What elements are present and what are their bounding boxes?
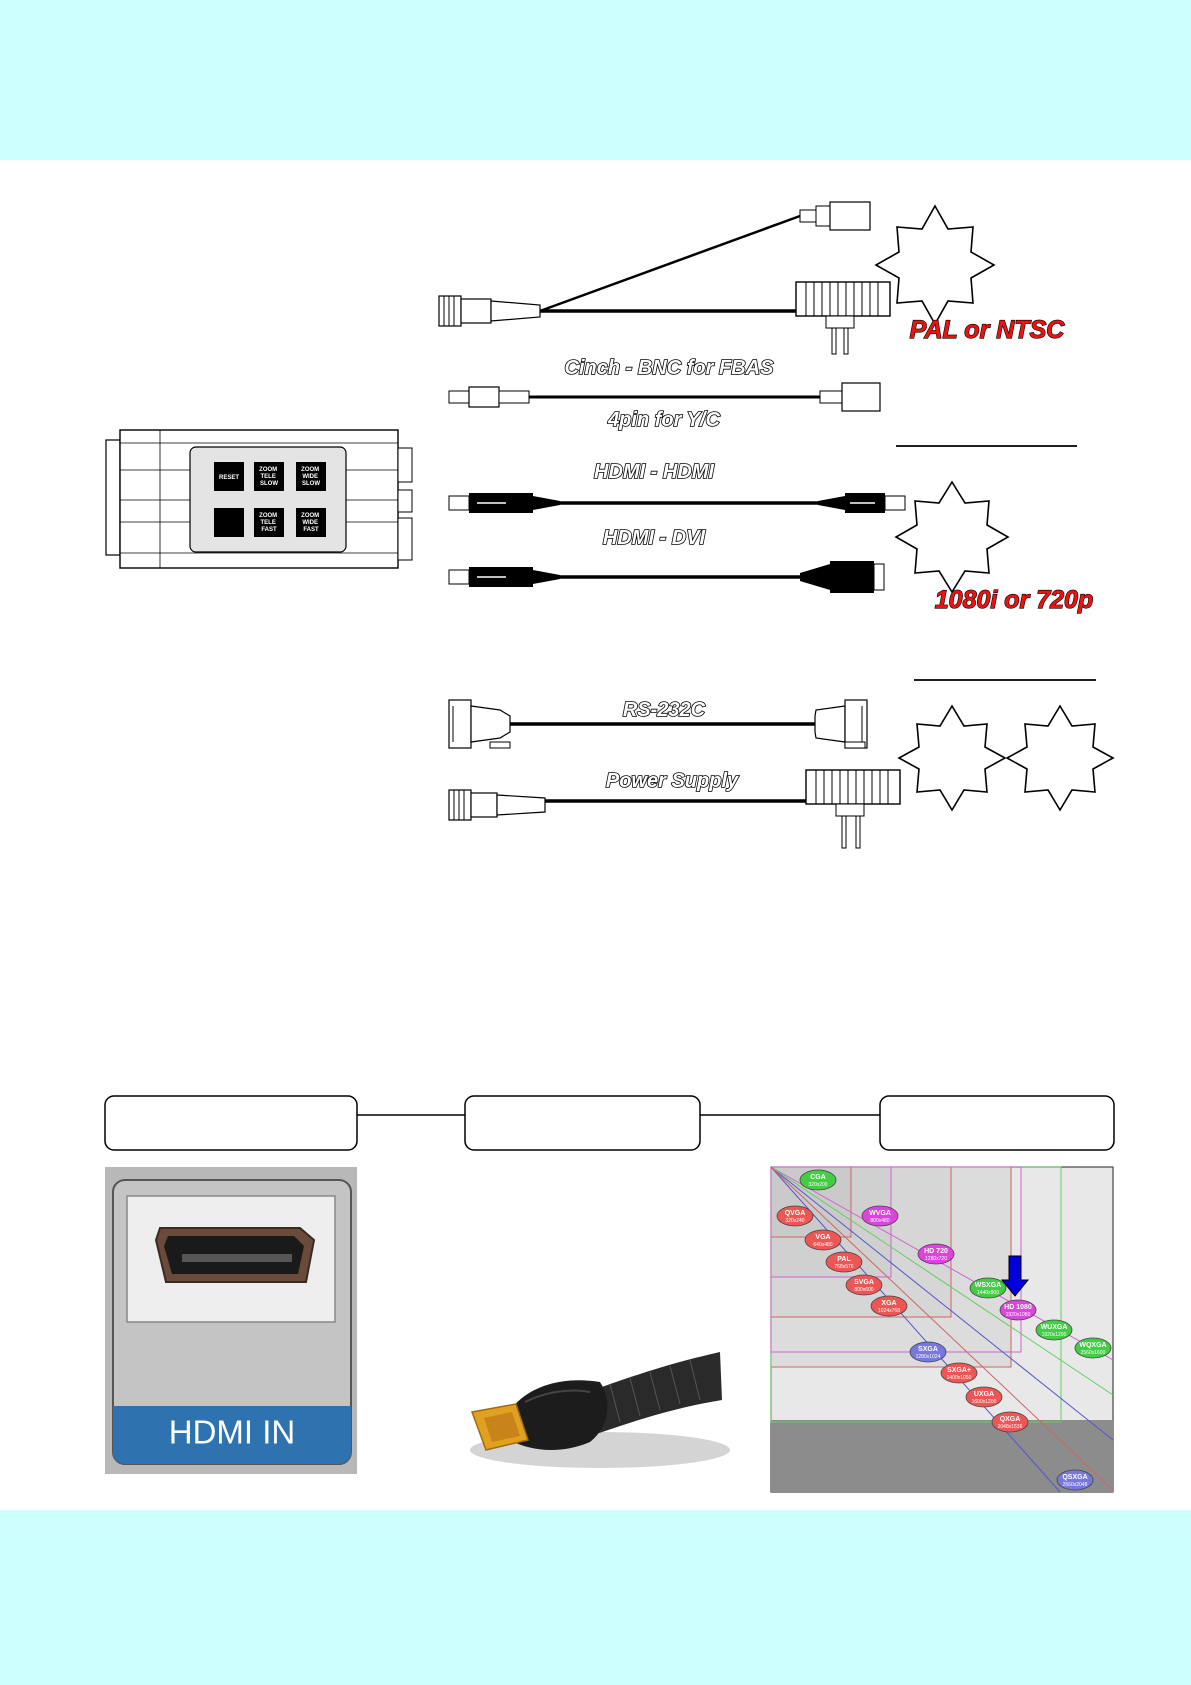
cable-label-hdmi-hdmi: HDMI - HDMI xyxy=(594,461,714,483)
svg-text:HD 1080: HD 1080 xyxy=(1004,1304,1032,1311)
svg-text:1024x768: 1024x768 xyxy=(878,1308,900,1314)
svg-text:320x240: 320x240 xyxy=(785,1218,804,1224)
hdmi-plug-photo xyxy=(470,1352,730,1468)
cable-hdmi-hdmi xyxy=(448,493,906,513)
svg-text:1600x1200: 1600x1200 xyxy=(972,1399,997,1405)
format-analog: PAL or NTSC xyxy=(910,316,1066,344)
resolution-pill: SXGA+1400x1050 xyxy=(940,1362,978,1384)
bottom-band xyxy=(0,1510,1191,1685)
flow-box-middle xyxy=(464,1095,701,1151)
svg-text:1400x1050: 1400x1050 xyxy=(947,1375,972,1381)
star-shape xyxy=(874,204,996,326)
svg-text:HD 720: HD 720 xyxy=(924,1248,948,1255)
svg-text:WSXGA: WSXGA xyxy=(975,1282,1001,1289)
svg-text:768x576: 768x576 xyxy=(834,1264,853,1270)
svg-text:1920x1200: 1920x1200 xyxy=(1042,1332,1067,1338)
svg-text:640x480: 640x480 xyxy=(813,1242,832,1248)
cable-label-cinch-bnc: Cinch - BNC for FBAS xyxy=(565,357,775,379)
cable-hdmi-dvi xyxy=(448,561,885,593)
svg-text:QXGA: QXGA xyxy=(1000,1416,1021,1423)
svg-text:1920x1080: 1920x1080 xyxy=(1006,1312,1031,1318)
svg-text:1280x720: 1280x720 xyxy=(925,1256,947,1262)
svg-text:VGA: VGA xyxy=(815,1234,830,1241)
star-shape xyxy=(1005,704,1115,812)
cable-label-power: Power Supply xyxy=(606,770,739,792)
tele-fast-label: ZOOM TELE FAST xyxy=(259,513,279,533)
svg-text:2560x2048: 2560x2048 xyxy=(1063,1482,1088,1488)
reset-button-label: RESET xyxy=(219,475,239,481)
svg-text:QVGA: QVGA xyxy=(785,1210,806,1217)
star-shape xyxy=(897,704,1007,812)
wide-fast-label: ZOOM WIDE FAST xyxy=(301,513,321,533)
wide-slow-label: ZOOM WIDE SLOW xyxy=(301,467,321,487)
svg-text:800x480: 800x480 xyxy=(870,1218,889,1224)
star-shape xyxy=(894,480,1010,594)
arrow-down-icon xyxy=(1000,1255,1030,1297)
svg-text:PAL: PAL xyxy=(837,1256,851,1263)
cable-rs232 xyxy=(448,699,868,749)
svg-text:WUXGA: WUXGA xyxy=(1041,1324,1068,1331)
svg-text:SXGA: SXGA xyxy=(918,1346,938,1353)
svg-text:UXGA: UXGA xyxy=(974,1391,994,1398)
hdmi-port-photo: HDMI IN xyxy=(105,1167,357,1474)
cable-power-supply xyxy=(448,769,901,849)
svg-text:WQXGA: WQXGA xyxy=(1079,1342,1106,1349)
cable-label-hdmi-dvi: HDMI - DVI xyxy=(603,527,706,549)
hdmi-in-label: HDMI IN xyxy=(169,1414,296,1451)
svg-text:QSXGA: QSXGA xyxy=(1062,1474,1087,1481)
camera-body: RESET ZOOM TELE SLOW ZOOM WIDE SLOW ZOOM… xyxy=(105,429,413,569)
svg-text:CGA: CGA xyxy=(810,1174,826,1181)
tele-slow-label: ZOOM TELE SLOW xyxy=(259,467,279,487)
svg-text:1440x900: 1440x900 xyxy=(977,1290,999,1296)
flow-box-left xyxy=(104,1095,358,1151)
format-digital: 1080i or 720p xyxy=(935,586,1093,614)
cable-cinch-bnc xyxy=(448,382,881,412)
svg-text:2048x1536: 2048x1536 xyxy=(998,1424,1023,1430)
svg-text:SXGA+: SXGA+ xyxy=(947,1367,971,1374)
svg-text:800x600: 800x600 xyxy=(854,1287,873,1293)
cable-label-4pin: 4pin for Y/C xyxy=(607,409,720,431)
svg-text:XGA: XGA xyxy=(881,1300,896,1307)
cable-fbas-power xyxy=(438,201,891,355)
svg-text:320x200: 320x200 xyxy=(808,1182,827,1188)
flow-box-right xyxy=(879,1095,1115,1151)
top-band xyxy=(0,0,1191,160)
svg-text:WVGA: WVGA xyxy=(869,1210,891,1217)
svg-text:SVGA: SVGA xyxy=(854,1279,874,1286)
svg-text:2560x1600: 2560x1600 xyxy=(1081,1350,1106,1356)
svg-text:1280x1024: 1280x1024 xyxy=(916,1354,941,1360)
cable-label-rs232: RS-232C xyxy=(623,699,706,721)
